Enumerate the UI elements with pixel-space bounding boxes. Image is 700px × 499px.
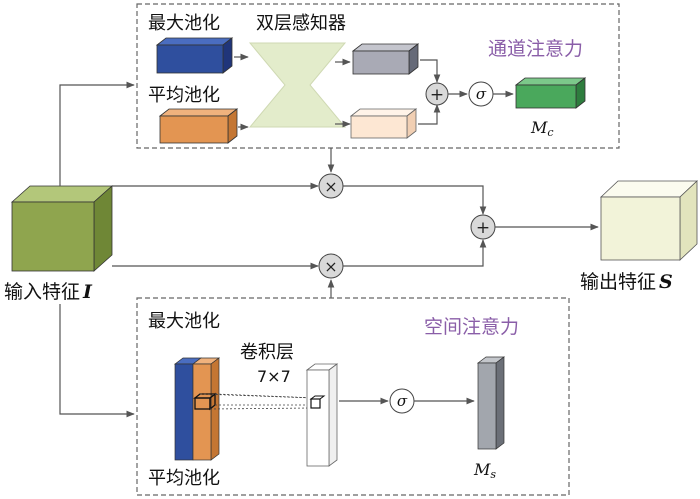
spatial-sigmoid-node: σ bbox=[389, 388, 415, 414]
spatial-sigmoid-symbol: σ bbox=[397, 392, 408, 410]
conv-output-map bbox=[305, 363, 339, 467]
channel-attention-title: 通道注意力 bbox=[488, 38, 583, 60]
conv-label: 卷积层 bbox=[240, 342, 294, 363]
mlp-shape bbox=[248, 42, 347, 128]
spatial-multiply-symbol: × bbox=[324, 257, 337, 276]
spatial-avg-pool-label: 平均池化 bbox=[148, 468, 220, 489]
spatial-attention-box bbox=[136, 297, 570, 496]
channel-avg-pool-label: 平均池化 bbox=[148, 85, 220, 106]
channel-attention-box bbox=[136, 3, 620, 149]
input-to-channel-arrow bbox=[59, 81, 135, 186]
spatial-attention-title: 空间注意力 bbox=[424, 316, 519, 338]
channel-add-node: + bbox=[425, 82, 449, 106]
max-out-to-add-arrow bbox=[420, 59, 441, 83]
channel-multiply-node: × bbox=[318, 173, 344, 199]
avg-out-to-add-arrow bbox=[418, 104, 441, 125]
channel-attention-output-cube bbox=[514, 77, 587, 109]
spatial-multiply-to-add-arrow bbox=[343, 239, 487, 267]
spatial-max-pool-label: 最大池化 bbox=[148, 311, 220, 332]
channel-max-pool-label: 最大池化 bbox=[148, 13, 220, 34]
mlp-output-avg-cube bbox=[349, 108, 418, 139]
output-feature-cube bbox=[599, 180, 699, 261]
channel-sigmoid-node: σ bbox=[468, 81, 494, 107]
mlp-output-max-cube bbox=[351, 43, 420, 75]
spatial-pooled-maps bbox=[173, 357, 221, 461]
input-feature-cube bbox=[10, 185, 114, 272]
channel-max-pool-cube bbox=[155, 37, 234, 74]
input-to-spatial-arrow bbox=[59, 304, 135, 418]
ms-label: Ms bbox=[473, 460, 496, 481]
mlp-label: 双层感知器 bbox=[256, 13, 346, 34]
conv-projection-lines bbox=[199, 393, 319, 410]
channel-add-symbol: + bbox=[430, 85, 444, 105]
mc-label: Mc bbox=[530, 118, 554, 139]
spatial-attention-output-map bbox=[476, 356, 506, 450]
spatial-multiply-node: × bbox=[318, 253, 344, 279]
channel-sigmoid-symbol: σ bbox=[476, 85, 487, 103]
final-add-node: + bbox=[470, 214, 496, 240]
final-add-symbol: + bbox=[476, 218, 490, 238]
conv-size-label: 7×7 bbox=[257, 367, 291, 386]
channel-avg-pool-cube bbox=[158, 108, 239, 144]
channel-multiply-symbol: × bbox=[324, 177, 337, 196]
channel-multiply-to-add-arrow bbox=[343, 185, 487, 215]
